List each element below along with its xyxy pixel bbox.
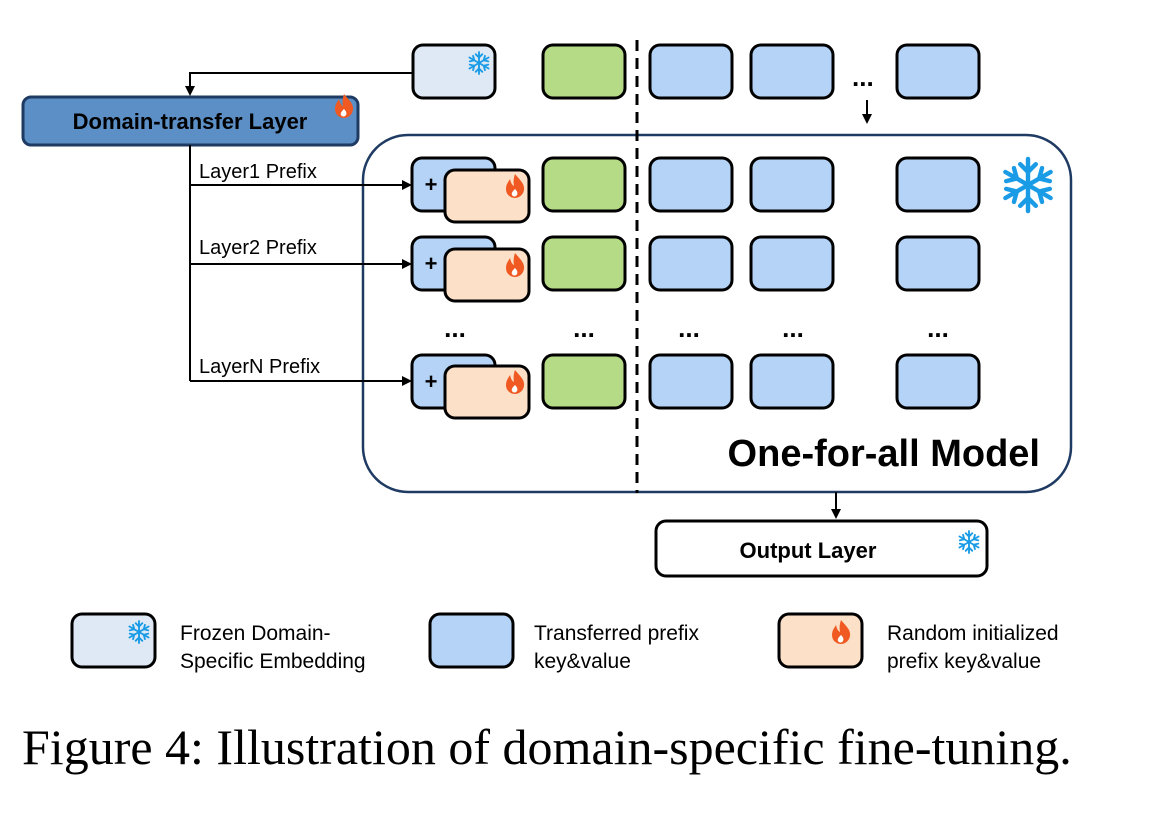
legend: Frozen Domain- Specific Embedding Transf… bbox=[70, 612, 1059, 673]
transferred-prefix-token bbox=[648, 235, 734, 292]
transferred-prefix-token bbox=[648, 353, 734, 410]
green-token bbox=[541, 156, 627, 213]
transferred-prefix-token bbox=[648, 43, 734, 100]
embedding-to-domain-arrow bbox=[185, 72, 413, 96]
domain-transfer-layer-label: Domain-transfer Layer bbox=[73, 109, 308, 134]
one-for-all-model-box bbox=[361, 133, 1073, 494]
ellipsis: ... bbox=[852, 62, 874, 92]
layer1-prefix-label: Layer1 Prefix bbox=[199, 161, 317, 183]
transferred-prefix-token bbox=[895, 353, 981, 410]
ellipsis: ... bbox=[927, 313, 949, 343]
legend-random-line2: prefix key&value bbox=[887, 650, 1041, 673]
ellipsis: ... bbox=[782, 313, 804, 343]
transferred-prefix-token bbox=[648, 156, 734, 213]
ellipsis: ... bbox=[573, 313, 595, 343]
plus-sign: + bbox=[425, 369, 438, 394]
transferred-prefix-token bbox=[749, 353, 835, 410]
legend-random-line1: Random initialized bbox=[887, 622, 1059, 645]
output-layer-label: Output Layer bbox=[740, 538, 877, 563]
ellipsis: ... bbox=[444, 313, 466, 343]
legend-random-swatch bbox=[777, 612, 864, 669]
layern-prefix-label: LayerN Prefix bbox=[199, 356, 320, 378]
snowflake-icon bbox=[1005, 159, 1050, 211]
model-label: One-for-all Model bbox=[728, 433, 1040, 475]
transferred-prefix-token bbox=[749, 43, 835, 100]
transferred-prefix-token bbox=[895, 156, 981, 213]
green-token bbox=[541, 43, 627, 100]
green-token bbox=[541, 235, 627, 292]
legend-frozen-line2: Specific Embedding bbox=[180, 650, 366, 673]
transferred-prefix-token bbox=[749, 156, 835, 213]
legend-transferred-line1: Transferred prefix bbox=[534, 622, 699, 645]
plus-sign: + bbox=[425, 251, 438, 276]
transferred-prefix-token bbox=[749, 235, 835, 292]
layer2-prefix-label: Layer2 Prefix bbox=[199, 237, 317, 259]
figure-caption: Figure 4: Illustration of domain-specifi… bbox=[22, 719, 1072, 775]
legend-frozen-line1: Frozen Domain- bbox=[180, 622, 331, 645]
green-token bbox=[541, 353, 627, 410]
plus-sign: + bbox=[425, 172, 438, 197]
output-layer bbox=[654, 519, 989, 578]
transferred-prefix-token bbox=[895, 235, 981, 292]
ellipsis: ... bbox=[678, 313, 700, 343]
legend-transferred-swatch bbox=[428, 612, 515, 669]
transferred-prefix-token bbox=[895, 43, 981, 100]
legend-transferred-line2: key&value bbox=[534, 650, 631, 673]
